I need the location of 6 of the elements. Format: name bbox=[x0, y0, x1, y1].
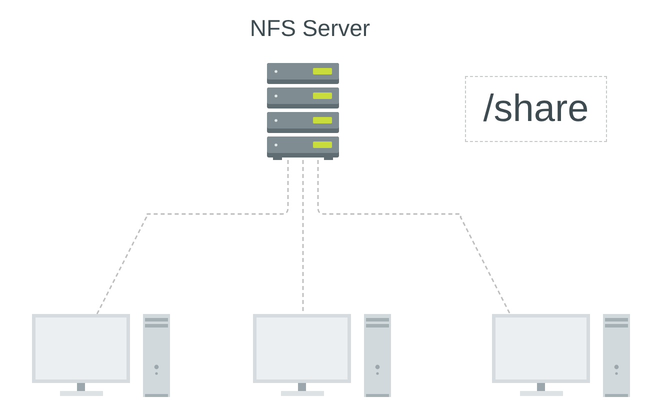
dashed-frame bbox=[465, 76, 607, 142]
dashed-connector bbox=[317, 160, 511, 314]
directory-path: /share bbox=[483, 87, 589, 131]
server-label: NFS Server bbox=[248, 14, 372, 42]
dashed-connector bbox=[302, 160, 304, 314]
dashed-connector bbox=[96, 160, 289, 314]
